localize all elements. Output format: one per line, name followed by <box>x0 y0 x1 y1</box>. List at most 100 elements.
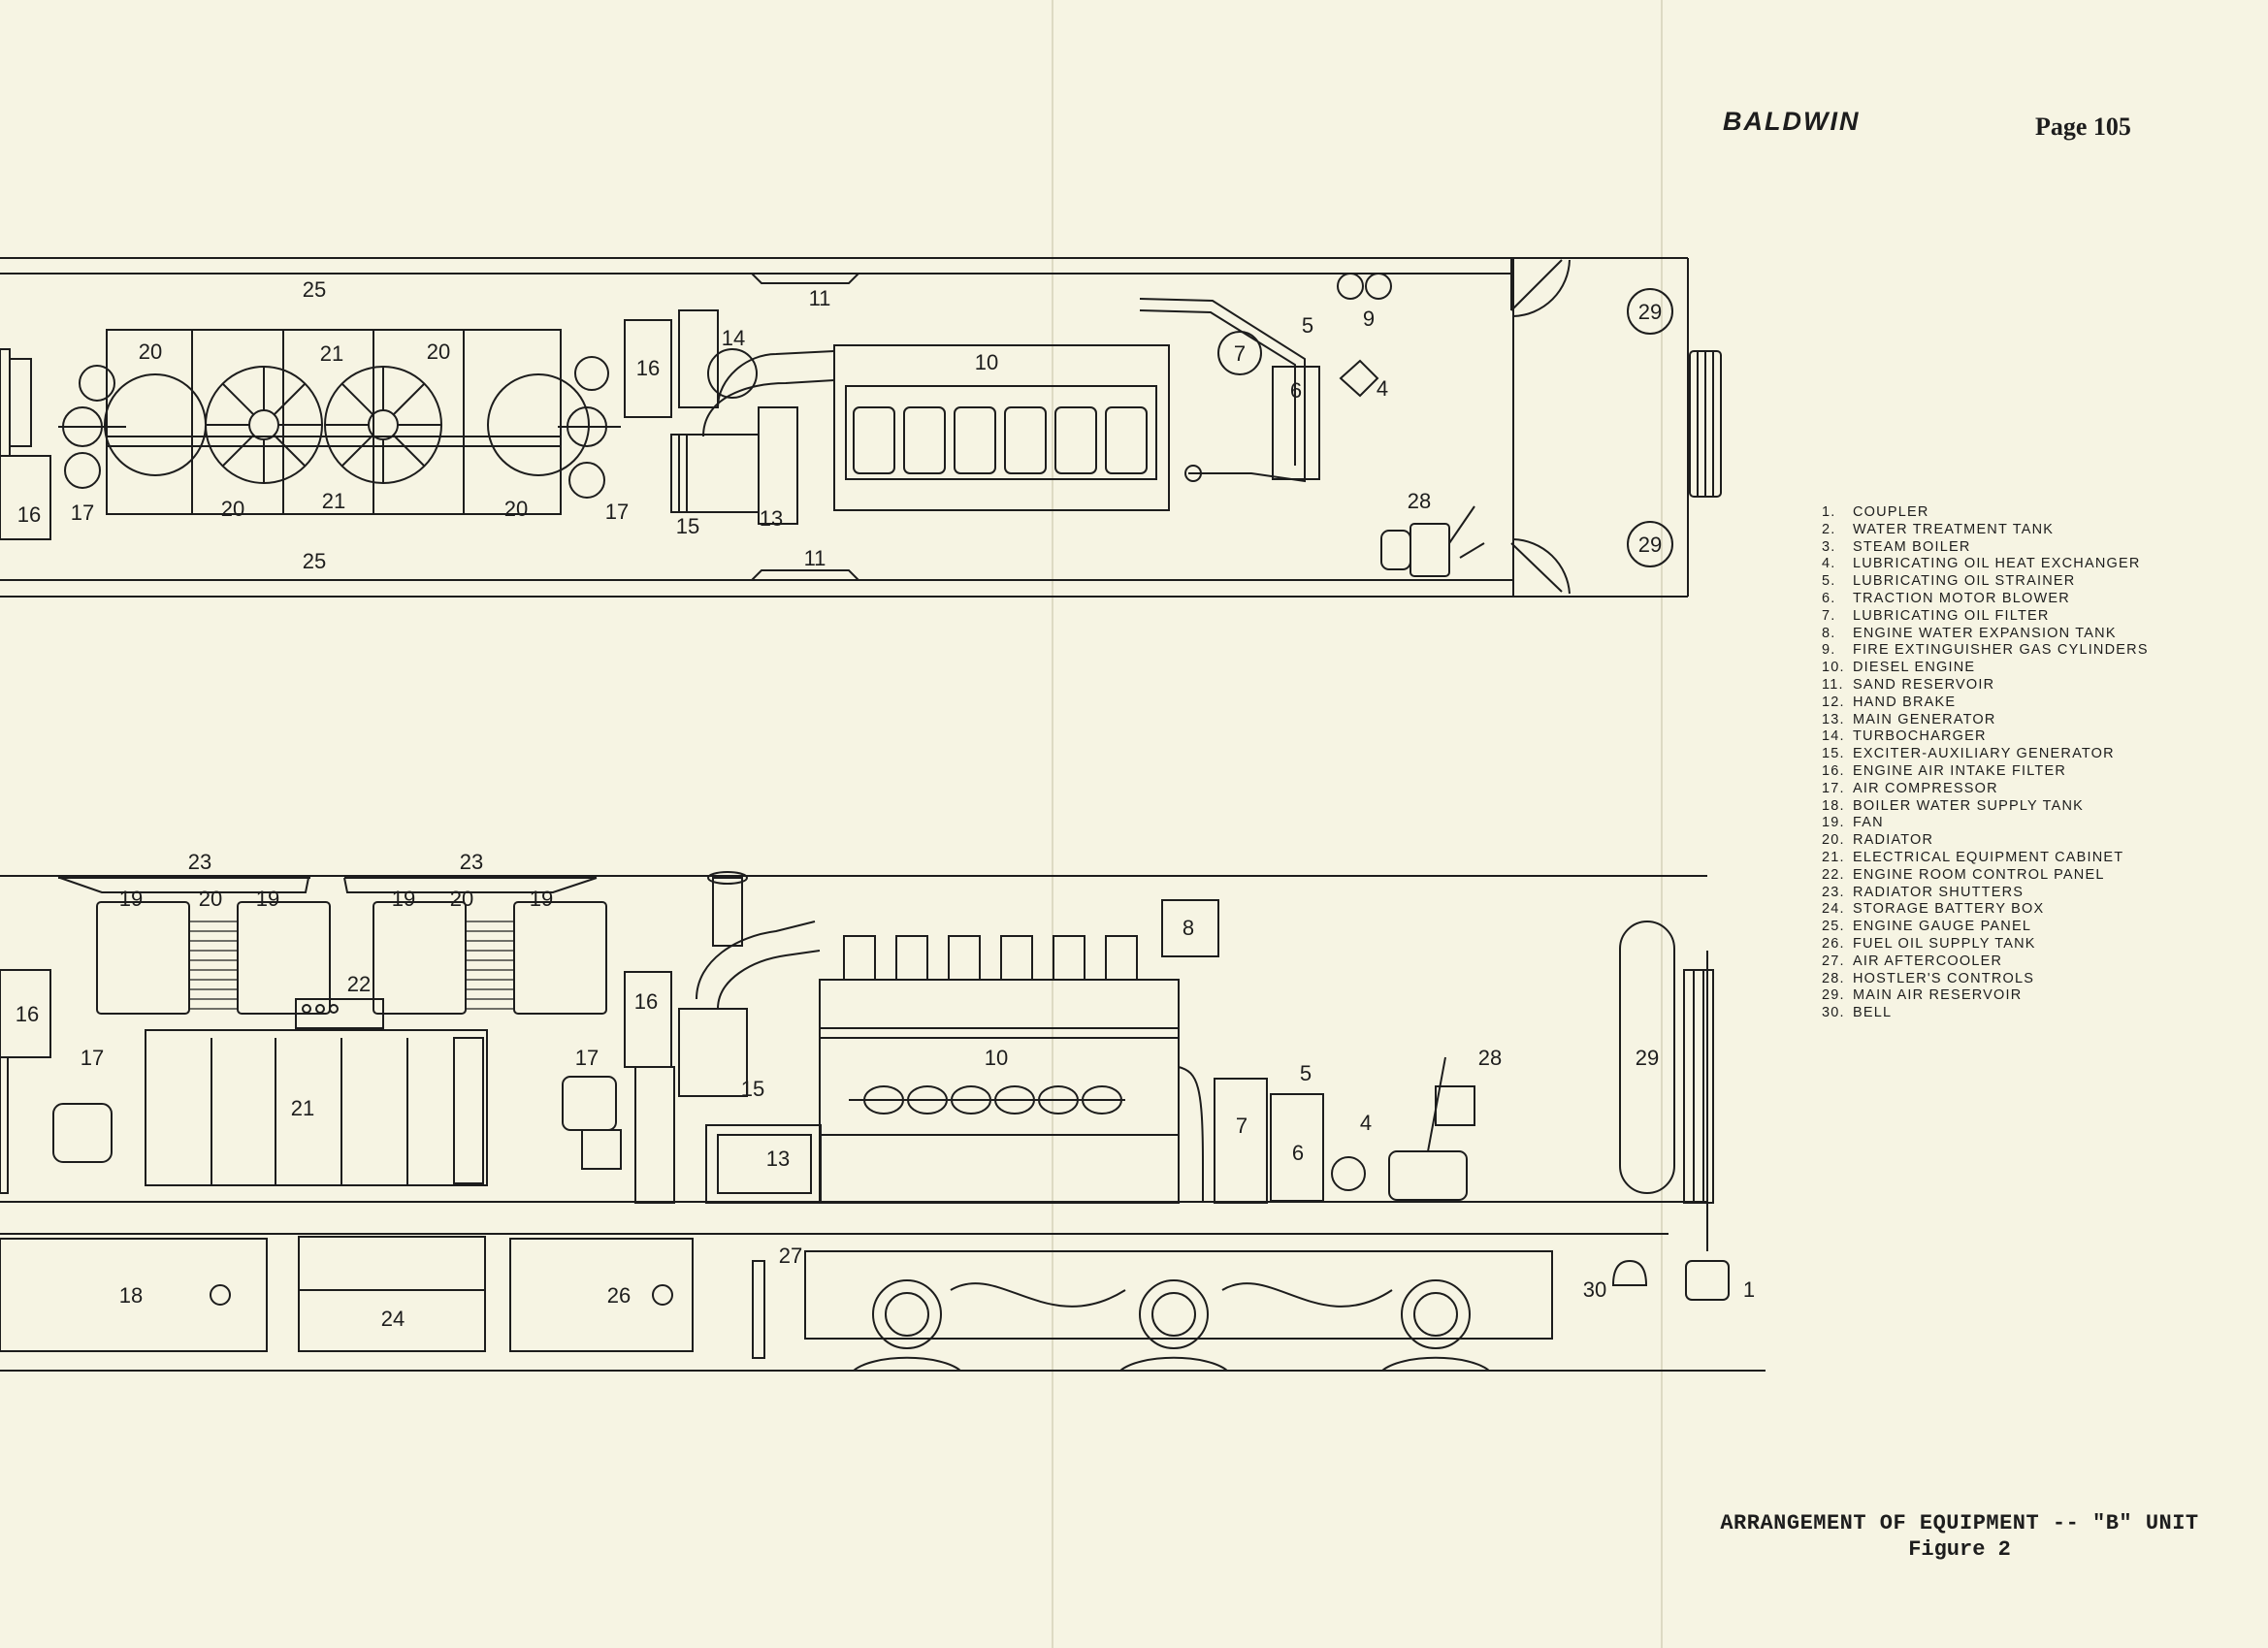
side-view <box>0 871 1766 1372</box>
callout-label: 13 <box>766 1147 790 1171</box>
legend-item: 9.FIRE EXTINGUISHER GAS CYLINDERS <box>1822 642 2149 660</box>
legend-label: AIR COMPRESSOR <box>1853 780 1998 796</box>
legend-item: 21.ELECTRICAL EQUIPMENT CABINET <box>1822 850 2149 867</box>
figure-caption: ARRANGEMENT OF EQUIPMENT -- "B" UNIT Fig… <box>1649 1511 2268 1562</box>
legend-label: STORAGE BATTERY BOX <box>1853 901 2045 918</box>
legend-label: MAIN AIR RESERVOIR <box>1853 987 2023 1004</box>
callout-label: 24 <box>381 1307 405 1331</box>
legend-number: 23. <box>1822 884 1845 900</box>
legend-number: 29. <box>1822 987 1845 1004</box>
callout-label: 4 <box>1377 376 1388 401</box>
legend-item: 7. LUBRICATING OIL FILTER <box>1822 608 2149 626</box>
callout-label: 20 <box>427 339 450 364</box>
legend-number: 18. <box>1822 797 1845 814</box>
legend-label: FIRE EXTINGUISHER GAS CYLINDERS <box>1853 642 2149 659</box>
legend-label: RADIATOR <box>1853 832 1934 849</box>
legend-item: 2. WATER TREATMENT TANK <box>1822 522 2149 539</box>
callout-label: 11 <box>804 546 826 570</box>
callout-label: 20 <box>199 887 222 911</box>
legend-item: 10. DIESEL ENGINE <box>1822 660 2149 677</box>
legend-number: 5. <box>1822 573 1836 590</box>
legend-item: 12.HAND BRAKE <box>1822 695 2149 712</box>
fold-crease <box>1052 0 1053 1648</box>
legend-item: 19.FAN <box>1822 815 2149 832</box>
callout-label: 25 <box>303 549 326 573</box>
callout-label: 30 <box>1583 1277 1606 1302</box>
callout-label: 29 <box>1638 533 1662 557</box>
legend-item: 27. AIR AFTERCOOLER <box>1822 953 2149 971</box>
legend-label: LUBRICATING OIL FILTER <box>1853 607 2050 624</box>
legend-number: 24. <box>1822 901 1845 918</box>
callout-label: 20 <box>139 339 162 364</box>
callout-label: 20 <box>221 497 244 521</box>
caption-figure-number: Figure 2 <box>1908 1537 2011 1562</box>
legend-label: HAND BRAKE <box>1853 694 1957 710</box>
legend-label: AIR AFTERCOOLER <box>1853 953 2003 969</box>
callout-label: 21 <box>322 489 345 513</box>
callout-label: 26 <box>607 1283 631 1308</box>
callout-label: 20 <box>450 887 473 911</box>
callout-label: 17 <box>605 500 629 524</box>
legend-item: 11.SAND RESERVOIR <box>1822 677 2149 695</box>
legend-number: 10. <box>1822 660 1845 676</box>
legend-number: 28. <box>1822 970 1845 986</box>
callout-label: 10 <box>985 1046 1008 1070</box>
callout-label: 16 <box>634 989 658 1014</box>
callout-label: 20 <box>504 497 528 521</box>
legend-number: 1. <box>1822 504 1836 520</box>
legend-label: TRACTION MOTOR BLOWER <box>1853 590 2070 606</box>
legend-number: 7. <box>1822 607 1836 624</box>
callout-label: 15 <box>741 1077 764 1101</box>
callout-label: 7 <box>1236 1114 1247 1138</box>
legend-item: 18.BOILER WATER SUPPLY TANK <box>1822 798 2149 816</box>
legend-label: EXCITER-AUXILIARY GENERATOR <box>1853 746 2115 762</box>
legend-label: ELECTRICAL EQUIPMENT CABINET <box>1853 849 2124 865</box>
callout-label: 19 <box>256 887 279 911</box>
callout-label: 11 <box>809 286 831 310</box>
callout-label: 7 <box>1234 341 1246 366</box>
legend-item: 29. MAIN AIR RESERVOIR <box>1822 987 2149 1005</box>
legend-item: 17.AIR COMPRESSOR <box>1822 781 2149 798</box>
callout-label: 19 <box>392 887 415 911</box>
callout-label: 15 <box>676 514 699 538</box>
callout-label: 17 <box>575 1046 599 1070</box>
callout-label: 4 <box>1360 1111 1372 1135</box>
legend-item: 24. STORAGE BATTERY BOX <box>1822 901 2149 919</box>
legend-label: WATER TREATMENT TANK <box>1853 521 2055 537</box>
callout-label: 17 <box>81 1046 104 1070</box>
callout-label: 5 <box>1302 313 1313 338</box>
legend-label: BELL <box>1853 1005 1893 1021</box>
legend-label: ENGINE AIR INTAKE FILTER <box>1853 762 2067 779</box>
legend-label: LUBRICATING OIL HEAT EXCHANGER <box>1853 556 2141 572</box>
legend-item: 26.FUEL OIL SUPPLY TANK <box>1822 936 2149 953</box>
callout-label: 8 <box>1183 916 1194 940</box>
plan-fans <box>104 366 590 484</box>
callout-label: 23 <box>188 850 211 874</box>
legend-number: 15. <box>1822 746 1845 762</box>
legend-number: 25. <box>1822 919 1845 935</box>
caption-title: ARRANGEMENT OF EQUIPMENT -- "B" UNIT <box>1720 1511 2199 1535</box>
legend-number: 30. <box>1822 1005 1845 1021</box>
legend-label: LUBRICATING OIL STRAINER <box>1853 573 2076 590</box>
legend-item: 6.TRACTION MOTOR BLOWER <box>1822 591 2149 608</box>
callout-label: 22 <box>347 972 371 996</box>
legend-label: ENGINE GAUGE PANEL <box>1853 919 2032 935</box>
legend-label: FAN <box>1853 815 1884 831</box>
callout-label: 27 <box>779 1244 802 1268</box>
callout-label: 21 <box>291 1096 314 1120</box>
legend-label: COUPLER <box>1853 504 1929 520</box>
legend-label: RADIATOR SHUTTERS <box>1853 884 2025 900</box>
legend-number: 27. <box>1822 953 1845 969</box>
callout-label: 19 <box>530 887 553 911</box>
legend-item: 22.ENGINE ROOM CONTROL PANEL <box>1822 867 2149 885</box>
callout-label: 16 <box>17 502 41 527</box>
legend-number: 2. <box>1822 521 1836 537</box>
callout-label: 19 <box>119 887 143 911</box>
fold-crease <box>1661 0 1663 1648</box>
legend-label: DIESEL ENGINE <box>1853 660 1976 676</box>
callout-label: 6 <box>1290 378 1302 403</box>
callout-label: 28 <box>1478 1046 1502 1070</box>
callout-label: 1 <box>1743 1277 1755 1302</box>
legend-number: 26. <box>1822 935 1845 952</box>
